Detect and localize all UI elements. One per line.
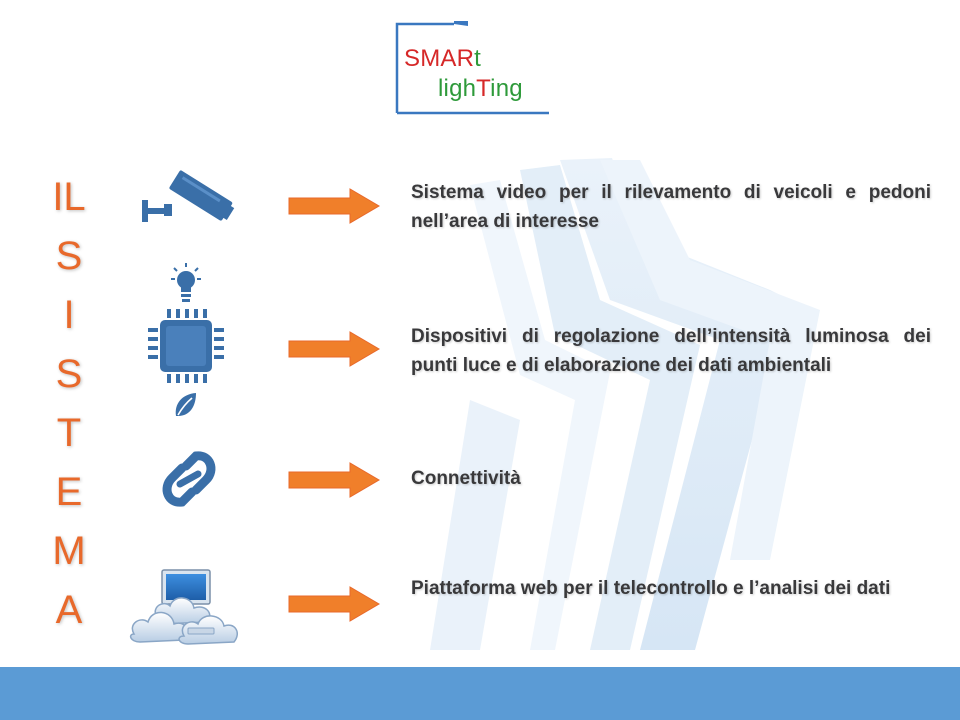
row-text-web-platform: Piattaforma web per il telecontrollo e l… bbox=[411, 578, 891, 599]
light-bulb-icon bbox=[171, 263, 201, 302]
security-camera-icon bbox=[142, 170, 235, 222]
logo-line-2: lighTing bbox=[438, 75, 523, 102]
leaf-icon bbox=[175, 393, 196, 416]
title-letter: IL bbox=[52, 175, 86, 219]
arrow-right-icon bbox=[288, 586, 380, 622]
cloud-computer-icon bbox=[129, 569, 238, 645]
title-letter: S bbox=[55, 352, 83, 396]
title-letter: T bbox=[56, 411, 82, 455]
row-text-video-system: Sistema video per il rilevamento di veic… bbox=[411, 182, 931, 232]
smart-lighting-logo: SMARt lighTing bbox=[394, 18, 552, 116]
title-letter: E bbox=[55, 470, 83, 514]
logo-frame-icon bbox=[395, 21, 549, 115]
title-letter: S bbox=[55, 234, 83, 278]
row-text-dimming-devices: Dispositivi di regolazione dell’intensit… bbox=[411, 326, 931, 376]
title-letter: I bbox=[63, 293, 75, 337]
row-text-connectivity: Connettività bbox=[411, 468, 521, 489]
chain-link-icon bbox=[162, 451, 216, 507]
logo-line-1: SMARt bbox=[404, 45, 482, 72]
vertical-title-il-sistema: IL S I S T E M A bbox=[44, 168, 94, 640]
arrow-right-icon bbox=[288, 331, 380, 367]
title-letter: M bbox=[52, 529, 86, 573]
arrow-right-icon bbox=[288, 462, 380, 498]
footer-bar bbox=[0, 667, 960, 720]
arrow-right-icon bbox=[288, 188, 380, 224]
chip-icon bbox=[148, 309, 224, 383]
title-letter: A bbox=[55, 588, 83, 632]
